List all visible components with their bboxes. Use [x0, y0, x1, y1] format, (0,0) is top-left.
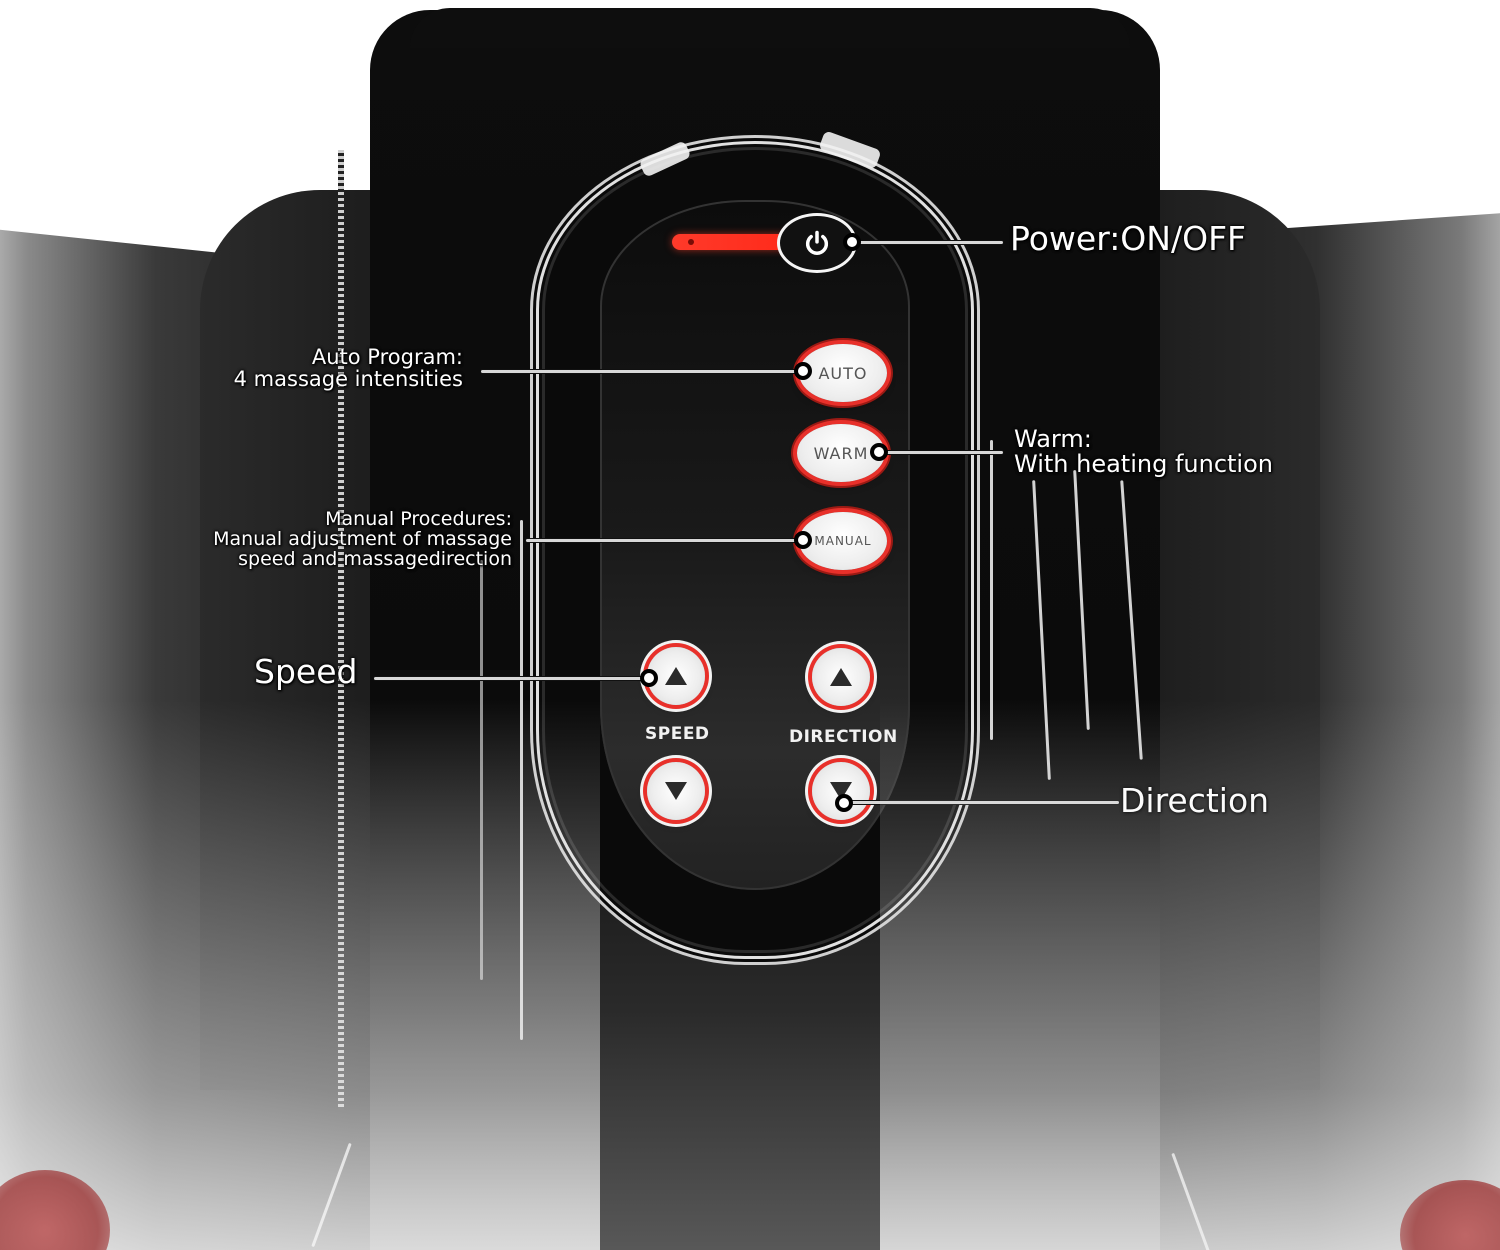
left-fade: [0, 700, 600, 1250]
auto-button[interactable]: AUTO: [799, 344, 887, 402]
manual-callout-label: Manual Procedures: Manual adjustment of …: [140, 508, 512, 570]
auto-callout-label: Auto Program: 4 massage intensities: [170, 346, 463, 390]
auto-button-label: AUTO: [818, 363, 868, 383]
warm-callout-dot: [870, 443, 888, 461]
speed-callout-label: Speed: [254, 652, 358, 691]
manual-callout-title: Manual Procedures:: [325, 508, 512, 530]
auto-callout-dot: [794, 362, 812, 380]
warm-callout-desc: With heating function: [1014, 450, 1273, 479]
warm-callout-title: Warm:: [1014, 425, 1092, 453]
led-dot: [688, 239, 694, 245]
speed-down-button[interactable]: [647, 762, 705, 820]
manual-callout-desc-2: speed and massagedirection: [238, 547, 512, 570]
triangle-down-icon: [665, 782, 687, 800]
ridge-highlight: [990, 440, 993, 740]
manual-button-label: MANUAL: [814, 534, 872, 548]
manual-callout-desc-1: Manual adjustment of massage: [213, 527, 512, 550]
manual-callout-dot: [794, 531, 812, 549]
speed-callout-line: [373, 676, 653, 681]
manual-button[interactable]: MANUAL: [799, 512, 887, 570]
manual-callout-line: [525, 538, 805, 543]
direction-up-button[interactable]: [812, 648, 870, 706]
speed-callout-dot: [640, 669, 658, 687]
speed-panel-label: SPEED: [645, 724, 710, 744]
massager-top: [410, 8, 1130, 48]
triangle-up-icon: [830, 668, 852, 686]
direction-callout-dot: [835, 794, 853, 812]
power-callout-label: Power:ON/OFF: [1010, 219, 1247, 258]
power-callout-dot: [843, 233, 861, 251]
auto-callout-desc: 4 massage intensities: [233, 367, 463, 392]
warm-callout-line: [878, 450, 1004, 455]
right-fade: [880, 700, 1500, 1250]
warm-callout-label: Warm: With heating function: [1014, 425, 1273, 479]
power-icon: [805, 230, 829, 255]
direction-panel-label: DIRECTION: [789, 727, 898, 747]
left-zipper: [338, 150, 344, 1110]
auto-callout-line: [480, 369, 805, 374]
power-callout-line: [852, 240, 1004, 245]
power-indicator-led: [672, 234, 792, 250]
auto-callout-title: Auto Program:: [311, 345, 463, 369]
warm-button-label: WARM: [813, 443, 869, 463]
triangle-up-icon: [665, 667, 687, 685]
